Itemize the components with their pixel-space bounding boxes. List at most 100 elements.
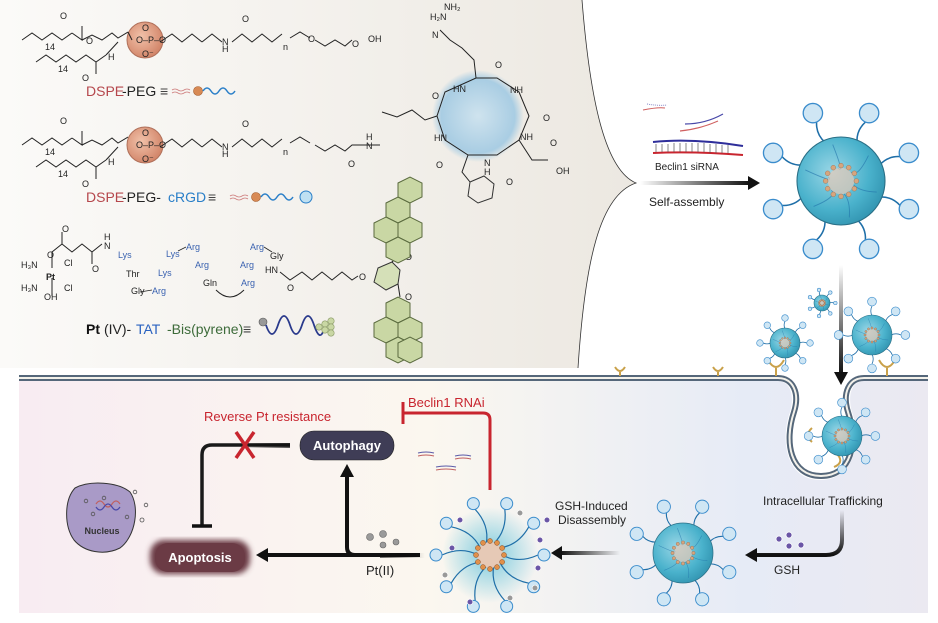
drug-core xyxy=(477,542,503,568)
pt-prodrug-unit xyxy=(494,564,500,570)
crgd-ligand xyxy=(867,363,877,374)
nanoparticle-endosome xyxy=(803,397,881,475)
crgd-ligand xyxy=(860,407,871,418)
svg-text:H: H xyxy=(366,132,373,142)
peg-chain xyxy=(856,121,866,143)
internal-chain xyxy=(843,441,847,453)
trafficking-arrowhead xyxy=(834,372,848,385)
drug-core xyxy=(866,329,878,341)
pt-prodrug-unit xyxy=(825,186,831,192)
gsh-induced-label: GSH-Induced xyxy=(555,499,628,513)
crgd-ligand xyxy=(802,238,824,260)
drug-core xyxy=(780,338,790,348)
svg-text:14: 14 xyxy=(58,169,68,179)
svg-text:H: H xyxy=(222,44,229,54)
svg-text:O: O xyxy=(242,14,249,24)
released-molecule xyxy=(516,509,524,517)
crgd-ligand xyxy=(806,339,814,347)
pt-prodrug-unit xyxy=(789,341,792,345)
autophagy-inhibits-apoptosis-line xyxy=(200,443,290,525)
svg-text:H₃N: H₃N xyxy=(21,260,38,270)
top-panel-background xyxy=(0,0,636,368)
pt-prodrug-unit xyxy=(783,347,787,350)
crgd-ligand xyxy=(837,464,847,475)
crgd-ligand xyxy=(860,454,871,465)
peg-chain xyxy=(821,449,829,457)
internal-chain xyxy=(684,561,690,578)
svg-text:H: H xyxy=(104,232,111,242)
nanoparticle-assembled xyxy=(762,102,920,260)
pt-prodrug-unit xyxy=(853,178,860,184)
pt-prodrug-unit xyxy=(846,438,850,441)
svg-text:O: O xyxy=(60,11,67,21)
self-assembly-arrowhead xyxy=(748,176,760,190)
beclin1-rnai-label: Beclin1 RNAi xyxy=(408,395,485,410)
autophagy-node xyxy=(299,430,395,461)
crgd-ligand xyxy=(890,306,901,317)
pt-prodrug-unit xyxy=(830,165,836,171)
svg-text:Pt: Pt xyxy=(46,272,55,282)
crgd-ligand xyxy=(813,454,824,465)
residue-lys: Lys xyxy=(166,249,180,259)
crgd-ligand xyxy=(695,499,710,514)
peg-chain xyxy=(851,348,859,356)
peg-chain xyxy=(851,314,859,322)
pyrene-bottom xyxy=(373,296,423,364)
pt-prodrug-unit xyxy=(786,346,789,349)
pt-prodrug-unit xyxy=(494,540,500,546)
svg-text:N: N xyxy=(104,241,111,251)
svg-text:O: O xyxy=(242,119,249,129)
pt-prodrug-unit xyxy=(844,428,847,432)
crgd-ligand xyxy=(439,580,453,594)
nanoparticle-bound xyxy=(833,296,911,374)
disassembly-arrowhead xyxy=(551,546,562,560)
reverse-pt-resistance-label: Reverse Pt resistance xyxy=(204,409,331,424)
crgd-ligand xyxy=(762,142,784,164)
svg-text:O: O xyxy=(495,60,502,70)
pt-prodrug-unit xyxy=(870,340,874,344)
peg-chain xyxy=(840,406,843,418)
svg-text:14: 14 xyxy=(45,42,55,52)
released-molecule xyxy=(466,598,474,606)
peg-chain xyxy=(794,327,801,334)
label-iv: (IV)- xyxy=(104,321,132,337)
svg-text:n: n xyxy=(283,147,288,157)
internal-chain xyxy=(691,555,708,561)
pt-prodrug-unit xyxy=(864,337,868,340)
pt-prodrug-unit xyxy=(876,330,880,333)
pt-prodrug-unit xyxy=(864,330,868,333)
crgd-ligand xyxy=(858,102,880,124)
pt-prodrug-unit xyxy=(475,545,481,551)
svg-text:O: O xyxy=(352,39,359,49)
svg-text:O: O xyxy=(82,179,89,189)
svg-text:O: O xyxy=(308,34,315,44)
pt-prodrug-unit xyxy=(877,333,881,337)
drug-core xyxy=(827,167,855,195)
svg-text:O: O xyxy=(47,250,54,260)
intracellular-trafficking-label: Intracellular Trafficking xyxy=(763,494,883,508)
pt2-molecules xyxy=(366,530,400,549)
peg-chain xyxy=(783,321,786,329)
crgd-ligand xyxy=(816,313,822,319)
pt-prodrug-unit xyxy=(672,545,676,550)
pt-prodrug-unit xyxy=(838,162,844,169)
internal-chain xyxy=(859,338,869,347)
pt-prodrug-unit xyxy=(501,552,507,558)
peg-chain xyxy=(782,196,803,207)
crgd-ligand xyxy=(828,290,833,295)
svg-text:H: H xyxy=(222,149,229,159)
svg-text:O: O xyxy=(60,116,67,126)
crgd-ligand xyxy=(781,364,789,372)
pt-prodrug-unit xyxy=(487,538,493,544)
pt-prodrug-unit xyxy=(786,337,789,340)
svg-text:O: O xyxy=(436,160,443,170)
peg-chain xyxy=(812,435,824,438)
crgd-ligand xyxy=(527,516,541,530)
peg-chain xyxy=(842,334,854,337)
svg-text:O: O xyxy=(348,159,355,169)
peg-chain xyxy=(841,454,844,466)
pt-prodrug-unit xyxy=(686,560,691,564)
svg-text:O: O xyxy=(142,23,149,33)
pt-prodrug-unit xyxy=(863,333,867,337)
crgd-ligand xyxy=(813,407,824,418)
